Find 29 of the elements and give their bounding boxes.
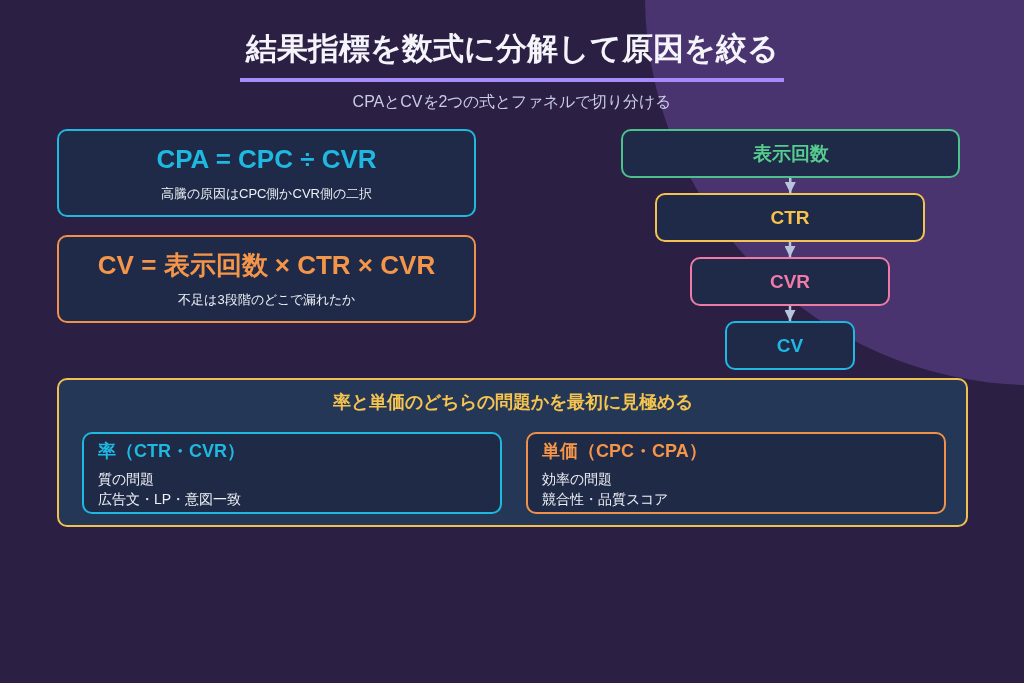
step-label: CV — [776, 333, 804, 358]
funnel-step-box — [725, 321, 855, 370]
funnel-step-box — [621, 129, 960, 178]
formula-text: CV = 表示回数 × CTR × CVR — [97, 250, 436, 281]
funnel-step-box — [655, 193, 925, 242]
formula-text: CPA = CPC ÷ CVR — [156, 144, 377, 175]
formula-card — [57, 235, 476, 323]
subtitle: CPAとCVを2つの式とファネルで切り分ける — [352, 92, 672, 112]
step-label: 表示回数 — [752, 141, 829, 166]
title: 結果指標を数式に分解して原因を絞る — [245, 30, 779, 68]
note-text: 高騰の原因はCPC側かCVR側の二択 — [161, 185, 372, 202]
description-text: 競合性・品質スコア — [542, 490, 668, 509]
summary-panel — [57, 378, 968, 527]
panel-heading: 率と単価のどちらの問題かを最初に見極める — [332, 391, 693, 414]
step-label: CTR — [770, 205, 810, 230]
formula-card — [57, 129, 476, 217]
category-heading: 率（CTR・CVR） — [98, 440, 245, 463]
funnel-step-box — [690, 257, 890, 306]
description-text: 効率の問題 — [542, 470, 612, 489]
arrow — [784, 178, 796, 193]
category-heading: 単価（CPC・CPA） — [542, 440, 707, 463]
category-card — [82, 432, 502, 514]
category-card — [526, 432, 946, 514]
description-text: 広告文・LP・意図一致 — [98, 490, 242, 509]
step-label: CVR — [769, 269, 811, 294]
arrow — [784, 242, 796, 257]
description-text: 質の問題 — [98, 470, 154, 489]
note-text: 不足は3段階のどこで漏れたか — [178, 291, 355, 308]
arrow — [784, 306, 796, 321]
